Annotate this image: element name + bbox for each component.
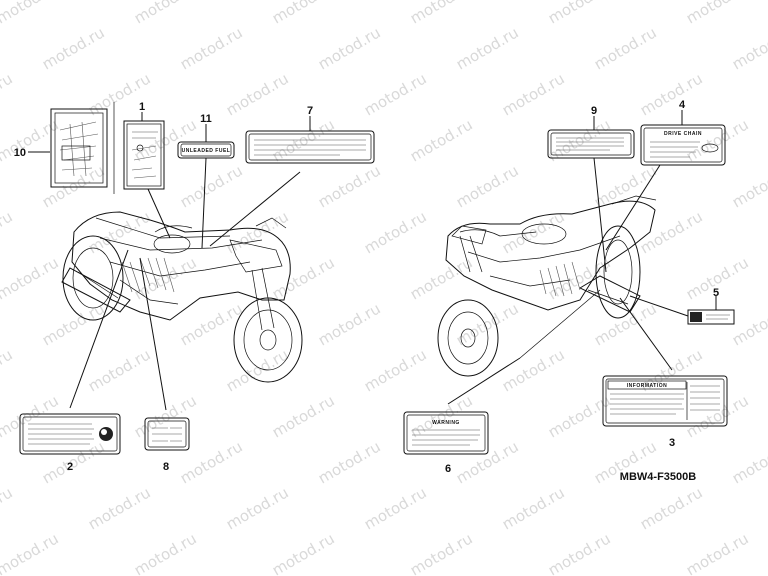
watermark-text: motod.ru [269,529,338,576]
watermark-text: motod.ru [85,345,154,395]
label-6-warning: WARNING [403,411,489,455]
watermark-text: motod.ru [0,529,62,576]
watermark-text: motod.ru [407,253,476,303]
watermark-text: motod.ru [223,483,292,533]
callout-6: 6 [445,463,451,475]
leader-lines [28,110,717,411]
watermark-text: motod.ru [0,345,16,395]
callout-7: 7 [307,105,313,117]
watermark-text: motod.ru [131,0,200,27]
watermark-text: motod.ru [0,253,62,303]
inset-label-10 [50,102,115,194]
watermark-text: motod.ru [407,391,476,441]
watermark-text: motod.ru [315,299,384,349]
watermark-text: motod.ru [85,483,154,533]
watermark-text: motod.ru [223,345,292,395]
callout-8: 8 [163,461,169,473]
callout-11: 11 [200,113,212,125]
watermark-text: motod.ru [453,23,522,73]
watermark-text: motod.ru [683,529,752,576]
watermark-text: motod.ru [177,161,246,211]
label-4-drive-chain: DRIVE CHAIN [640,124,726,166]
label-3-information: INFORMATION [602,375,728,427]
watermark-text: motod.ru [637,69,706,119]
watermark-text: motod.ru [729,437,768,487]
watermark-text: motod.ru [729,23,768,73]
watermark-text: motod.ru [269,115,338,165]
watermark-text: motod.ru [315,23,384,73]
watermark-text: motod.ru [591,161,660,211]
callout-1: 1 [139,101,145,113]
callout-4: 4 [679,99,686,111]
label-2 [19,413,121,455]
left-motorcycle-illustration [61,211,303,383]
watermark-text: motod.ru [269,0,338,27]
watermark-text: motod.ru [177,437,246,487]
label-9 [547,129,635,159]
callout-10: 10 [14,147,26,159]
watermark-text: motod.ru [177,23,246,73]
watermark-text: motod.ru [683,115,752,165]
watermark-text: motod.ru [39,23,108,73]
unleaded-fuel-text: UNLEADED FUEL [182,148,231,154]
watermark-text: motod.ru [361,483,430,533]
watermark-text: motod.ru [269,391,338,441]
watermark-text: motod.ru [453,161,522,211]
watermark-text: motod.ru [39,299,108,349]
watermark-text: motod.ru [683,391,752,441]
information-text: INFORMATION [627,383,667,389]
watermark-text: motod.ru [545,0,614,27]
watermark-text: motod.ru [0,207,16,257]
diagram-code: MBW4-F3500B [620,471,696,483]
callout-numbers: 1 2 3 4 5 6 7 8 9 10 11 [14,99,719,475]
drive-chain-text: DRIVE CHAIN [664,131,702,137]
watermark-text: motod.ru [545,529,614,576]
watermark-text: motod.ru [729,161,768,211]
watermark-text: motod.ru [223,69,292,119]
watermark-text: motod.ru [315,437,384,487]
watermark-text: motod.ru [315,161,384,211]
watermark-text: motod.ru [361,207,430,257]
watermark-text: motod.ru [0,0,62,27]
watermark-text: motod.ru [729,299,768,349]
watermark-text: motod.ru [499,483,568,533]
label-5 [687,309,735,325]
label-11-unleaded-fuel: UNLEADED FUEL [177,141,235,159]
watermark-text: motod.ru [407,0,476,27]
watermark-text: motod.ru [545,253,614,303]
watermark-text: motod.ru [0,115,62,165]
label-1 [123,120,165,190]
watermark-text: motod.ru [361,69,430,119]
watermark-text: motod.ru [407,529,476,576]
watermark-text: motod.ru [453,299,522,349]
watermark-text: motod.ru [269,253,338,303]
watermark-text: motod.ru [0,69,16,119]
callout-2: 2 [67,461,73,473]
watermark-text: motod.ru [499,345,568,395]
watermark-text: motod.ru [131,529,200,576]
watermark-text: motod.ru [683,0,752,27]
watermark-text: motod.ru [637,207,706,257]
callout-9: 9 [591,105,597,117]
label-8 [144,417,190,451]
watermark-text: motod.ru [591,299,660,349]
callout-5: 5 [713,287,719,299]
callout-3: 3 [669,437,675,449]
watermark-text: motod.ru [39,437,108,487]
watermark-text: motod.ru [407,115,476,165]
right-motorcycle-illustration [437,195,657,377]
warning-text: WARNING [432,420,460,426]
watermark-text: motod.ru [361,345,430,395]
watermark-text: motod.ru [223,207,292,257]
watermark-text: motod.ru [499,69,568,119]
watermark-text: motod.ru [637,483,706,533]
watermark-text: motod.ru [591,23,660,73]
watermark-text: motod.ru [0,483,16,533]
